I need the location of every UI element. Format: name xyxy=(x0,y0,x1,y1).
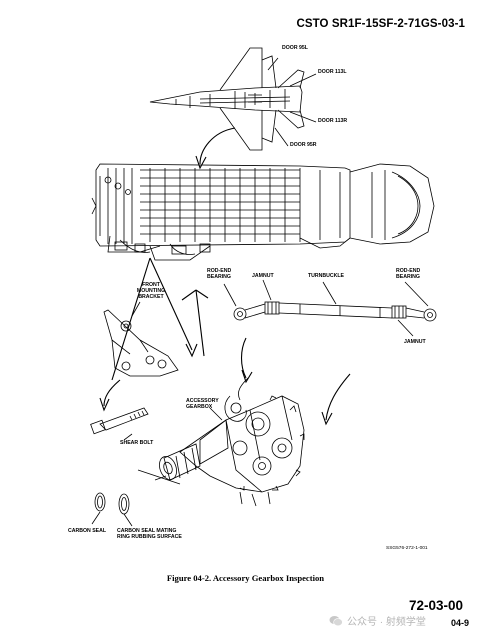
callout-jamnut-bottom: JAMNUT xyxy=(404,339,426,345)
engine-side-view xyxy=(91,163,435,261)
callout-door-113l: DOOR 113L xyxy=(318,69,347,75)
callout-door-95r: DOOR 95R xyxy=(290,142,317,148)
watermark-text: 公众号 · 射频学堂 xyxy=(347,617,426,628)
callout-carbon-seal-mating-ring: CARBON SEAL MATING RING RUBBING SURFACE xyxy=(117,528,182,540)
callout-rod-end-bearing-left: ROD-END BEARING xyxy=(207,268,232,280)
drawing-number: SSG576-272-1-001 xyxy=(386,546,428,551)
aircraft-planform xyxy=(149,47,305,151)
carbon-seal-mating-ring-drawing xyxy=(118,493,130,515)
callout-door-113r: DOOR 113R xyxy=(318,118,348,124)
callout-turnbuckle: TURNBUCKLE xyxy=(308,273,345,279)
callout-jamnut-top: JAMNUT xyxy=(252,273,274,279)
turnbuckle-assembly xyxy=(233,301,437,322)
callout-shear-bolt: SHEAR BOLT xyxy=(120,440,154,446)
accessory-gearbox-drawing xyxy=(159,377,305,507)
section-number: 72-03-00 xyxy=(408,598,463,613)
figure-caption: Figure 04-2. Accessory Gearbox Inspectio… xyxy=(166,573,325,583)
front-mounting-bracket xyxy=(103,309,179,377)
callout-door-95l: DOOR 95L xyxy=(282,45,308,51)
shear-bolt-drawing xyxy=(90,407,149,435)
document-id-header: CSTO SR1F-15SF-2-71GS-03-1 xyxy=(296,18,465,30)
callout-front-mounting-bracket: FRONT MOUNTING BRACKET xyxy=(136,282,166,300)
page-number: 04-9 xyxy=(450,618,469,628)
callout-accessory-gearbox: ACCESSORY GEARBOX xyxy=(186,398,219,410)
watermark: 公众号 · 射频学堂 xyxy=(329,613,426,628)
callout-carbon-seal: CARBON SEAL xyxy=(68,528,107,534)
carbon-seal-drawing xyxy=(94,492,106,512)
wechat-icon xyxy=(329,615,343,626)
callout-rod-end-bearing-right: ROD-END BEARING xyxy=(396,268,421,280)
